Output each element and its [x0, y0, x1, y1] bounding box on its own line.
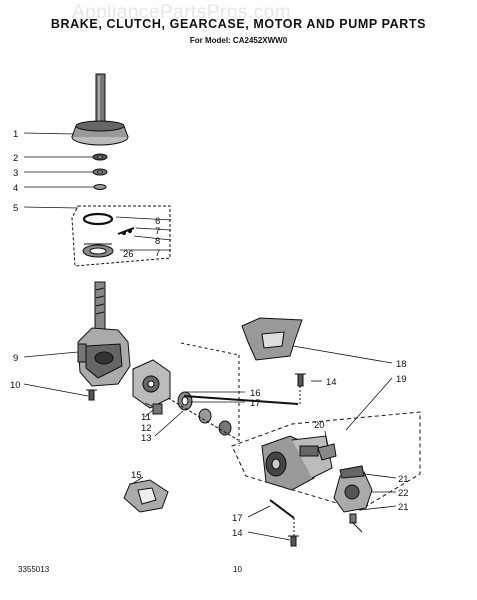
callout-1: 1 [13, 129, 18, 140]
part-20-capacitor-clip [317, 443, 337, 461]
callout-14b: 14 [232, 528, 243, 539]
callout-3: 3 [13, 168, 18, 179]
part-21-clamps [339, 465, 365, 533]
callout-17a: 17 [250, 398, 261, 409]
callout-10: 10 [10, 380, 21, 391]
callout-20: 20 [314, 420, 325, 431]
agitator-shaft-lower [94, 281, 106, 331]
document-number: 3355013 [18, 565, 50, 574]
callout-14a: 14 [326, 377, 337, 388]
callout-2: 2 [13, 153, 18, 164]
model-subtitle: For Model: CA2452XWW0 [189, 36, 288, 45]
callout-18: 18 [396, 359, 407, 370]
part-2-washer [92, 153, 108, 161]
page-number: 10 [233, 565, 242, 574]
part-15-gasket [123, 479, 169, 513]
part-1-drive-bell [71, 120, 129, 146]
motor-body [261, 435, 333, 491]
callout-6: 6 [155, 216, 160, 227]
part-4-clip [93, 184, 107, 190]
callout-7b: 7 [155, 248, 160, 259]
callout-9: 9 [13, 353, 18, 364]
diagram-title: BRAKE, CLUTCH, GEARCASE, MOTOR AND PUMP … [50, 17, 427, 31]
watermark: AppliancePartsPros.com [72, 2, 292, 23]
part-10-bolt [86, 389, 97, 401]
callout-21b: 21 [398, 502, 409, 513]
part-16-17-rod [183, 395, 299, 405]
part-18-cover [241, 317, 303, 361]
part-17-14-lower [269, 499, 299, 547]
callout-26: 26 [123, 249, 134, 260]
part-12-clutch-plate [132, 359, 171, 409]
callout-11: 11 [141, 412, 151, 423]
part-14-bolt-upper [295, 373, 306, 404]
callout-21a: 21 [398, 474, 409, 485]
part-3-washer [92, 168, 108, 176]
callout-7a: 7 [155, 226, 160, 237]
callout-8: 8 [155, 236, 160, 247]
callout-13: 13 [141, 433, 152, 444]
callout-16: 16 [250, 388, 261, 399]
part-13-pulley-set [167, 391, 239, 441]
callout-labels: 1 2 3 4 5 6 7 8 26 7 9 10 11 12 13 14 15… [10, 129, 409, 539]
part-9-gearcase [77, 327, 131, 387]
part-11-fitting [152, 403, 163, 415]
motor-assembly-box [180, 342, 421, 511]
part-22-pump [333, 471, 373, 524]
callout-22: 22 [398, 488, 409, 499]
callout-19: 19 [396, 374, 407, 385]
callout-12: 12 [141, 423, 152, 434]
brake-assembly-box [71, 205, 171, 267]
callout-15: 15 [131, 470, 142, 481]
callout-leader-lines [23, 132, 397, 541]
callout-17b: 17 [232, 513, 243, 524]
callout-5: 5 [13, 203, 18, 214]
callout-4: 4 [13, 183, 18, 194]
